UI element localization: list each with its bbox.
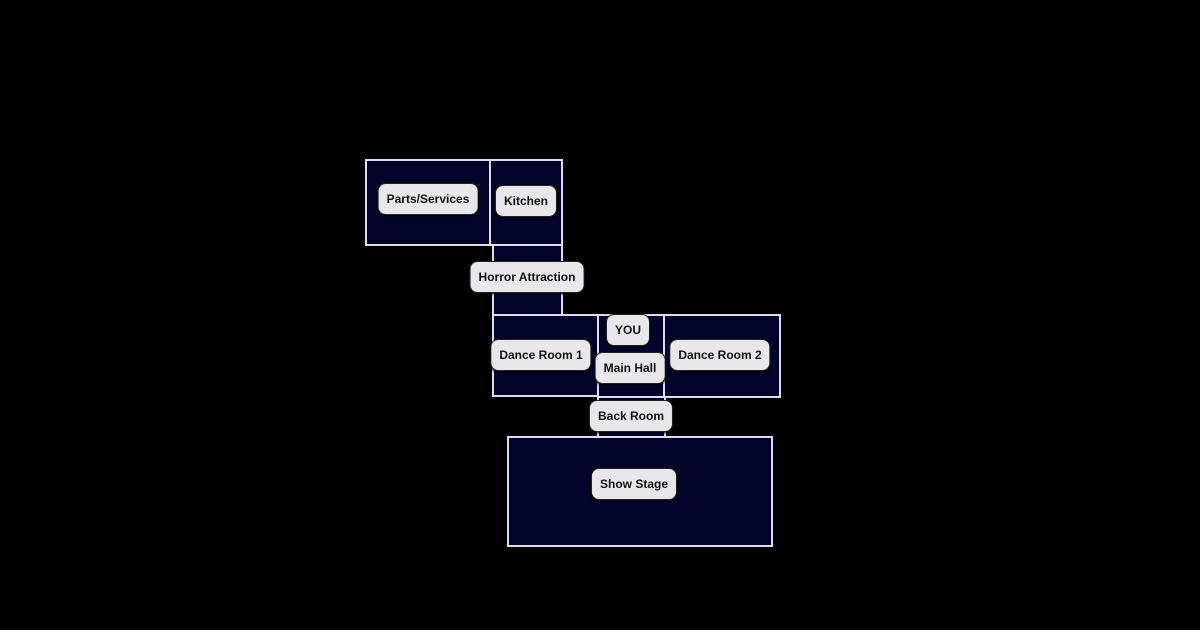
label-dance-room-2[interactable]: Dance Room 2	[669, 339, 771, 371]
label-main-hall[interactable]: Main Hall	[594, 352, 666, 384]
label-parts-services[interactable]: Parts/Services	[377, 183, 479, 215]
room-show-stage[interactable]	[507, 436, 773, 547]
label-show-stage[interactable]: Show Stage	[590, 468, 678, 500]
label-back-room[interactable]: Back Room	[588, 400, 674, 432]
label-horror-attraction[interactable]: Horror Attraction	[469, 261, 585, 293]
label-kitchen[interactable]: Kitchen	[494, 185, 558, 217]
player-marker: YOU	[605, 314, 651, 346]
label-dance-room-1[interactable]: Dance Room 1	[490, 339, 592, 371]
